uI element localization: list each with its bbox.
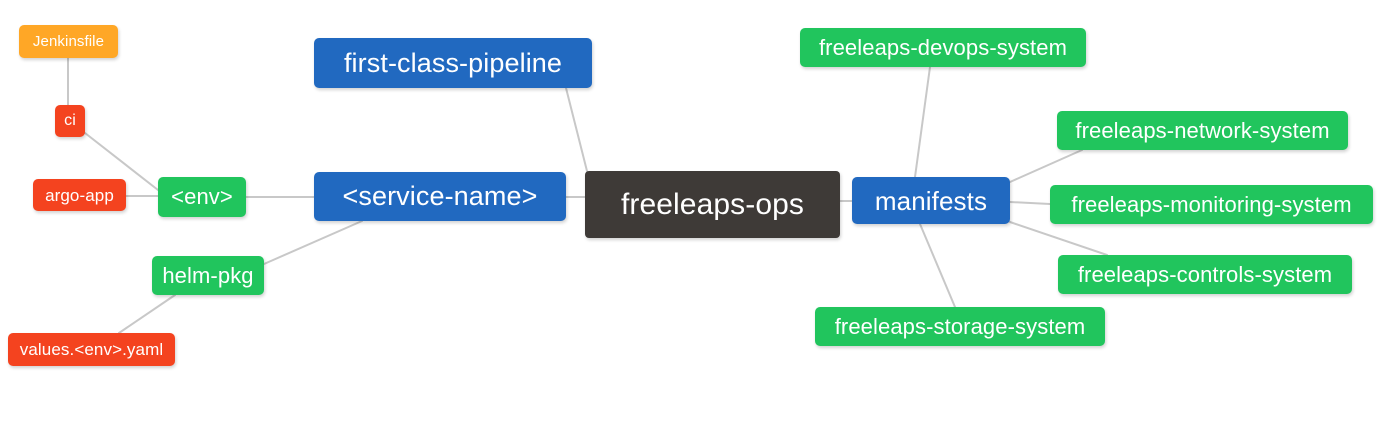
- mindmap-node-helm-pkg[interactable]: helm-pkg: [152, 256, 264, 295]
- mindmap-node-argo-app[interactable]: argo-app: [33, 179, 126, 211]
- mindmap-node-ci[interactable]: ci: [55, 105, 85, 137]
- mindmap-node-manifests[interactable]: manifests: [852, 177, 1010, 224]
- mindmap-node-label: freeleaps-network-system: [1075, 117, 1330, 143]
- mindmap-node-label: helm-pkg: [162, 262, 254, 288]
- mindmap-node-label: argo-app: [45, 185, 114, 205]
- mindmap-node-values-env-yaml[interactable]: values.<env>.yaml: [8, 333, 175, 366]
- mindmap-node-service-name[interactable]: <service-name>: [314, 172, 566, 221]
- mindmap-node-label: <service-name>: [342, 181, 538, 211]
- mindmap-node-freeleaps-controls-system[interactable]: freeleaps-controls-system: [1058, 255, 1352, 294]
- mindmap-node-label: freeleaps-controls-system: [1077, 261, 1333, 287]
- mindmap-node-jenkinsfile[interactable]: Jenkinsfile: [19, 25, 118, 58]
- mindmap-node-label: Jenkinsfile: [32, 33, 105, 50]
- mindmap-node-freeleaps-monitoring-system[interactable]: freeleaps-monitoring-system: [1050, 185, 1373, 224]
- mindmap-node-label: freeleaps-ops: [620, 187, 805, 221]
- mindmap-node-label: <env>: [171, 184, 233, 209]
- mindmap-node-label: values.<env>.yaml: [19, 340, 164, 359]
- mindmap-node-label: freeleaps-storage-system: [834, 313, 1086, 339]
- mindmap-node-freeleaps-devops-system[interactable]: freeleaps-devops-system: [800, 28, 1086, 67]
- mindmap-node-label: freeleaps-devops-system: [818, 34, 1068, 60]
- mindmap-node-freeleaps-storage-system[interactable]: freeleaps-storage-system: [815, 307, 1105, 346]
- mindmap-node-label: manifests: [874, 185, 988, 216]
- mindmap-node-freeleaps-network-system[interactable]: freeleaps-network-system: [1057, 111, 1348, 150]
- mindmap-node-label: ci: [64, 112, 76, 129]
- mindmap-node-first-class-pipeline[interactable]: first-class-pipeline: [314, 38, 592, 88]
- mindmap-node-label: first-class-pipeline: [343, 47, 563, 78]
- mindmap-node-label: freeleaps-monitoring-system: [1071, 191, 1352, 217]
- mindmap-node-env[interactable]: <env>: [158, 177, 246, 217]
- mindmap-node-freeleaps-ops[interactable]: freeleaps-ops: [585, 171, 840, 238]
